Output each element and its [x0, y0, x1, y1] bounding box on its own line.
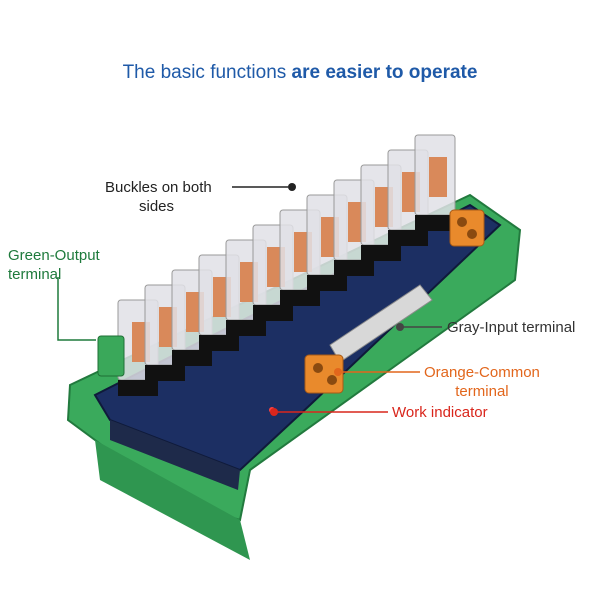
gray-input-label: Gray-Input terminal	[447, 319, 576, 336]
orange-common-label: Orange-Common terminal	[424, 363, 540, 401]
relay-row	[117, 134, 456, 396]
relay-socket	[307, 275, 347, 291]
relay-coil	[429, 157, 447, 197]
relay-socket	[199, 335, 239, 351]
headline-bold: are easier to operate	[291, 62, 478, 83]
relay-socket	[334, 260, 374, 276]
relay-socket	[415, 215, 455, 231]
orange-common-label-line2: terminal	[455, 383, 509, 400]
buckles-label-line2: sides	[139, 198, 175, 215]
green-output-label: Green-Output terminal	[8, 246, 100, 284]
relay-socket	[253, 305, 293, 321]
work-indicator-label: Work indicator	[392, 404, 488, 421]
buckles-dot	[288, 183, 296, 191]
orange-common-label-line1: Orange-Common	[424, 364, 540, 381]
orange-common-terminal-right	[449, 209, 485, 247]
headline: The basic functions are easier to operat…	[0, 62, 600, 84]
relay-socket	[118, 380, 158, 396]
relay-socket	[226, 320, 266, 336]
buckles-label: Buckles on both sides	[105, 178, 230, 216]
green-output-label-line2: terminal	[8, 266, 62, 283]
green-output-label-line1: Green-Output	[8, 247, 100, 264]
relay-socket	[361, 245, 401, 261]
gray-dot	[396, 323, 404, 331]
relay-socket	[172, 350, 212, 366]
relay-socket	[280, 290, 320, 306]
work-dot	[270, 408, 278, 416]
pcb-edge	[110, 420, 240, 490]
green-output-terminal	[97, 335, 125, 377]
relay-socket	[145, 365, 185, 381]
relay-socket	[388, 230, 428, 246]
buckles-label-line1: Buckles on both	[105, 179, 212, 196]
green-leader	[57, 277, 96, 341]
orange-dot	[334, 368, 342, 376]
headline-normal: The basic functions	[122, 62, 292, 83]
din-rail-front	[95, 440, 250, 560]
